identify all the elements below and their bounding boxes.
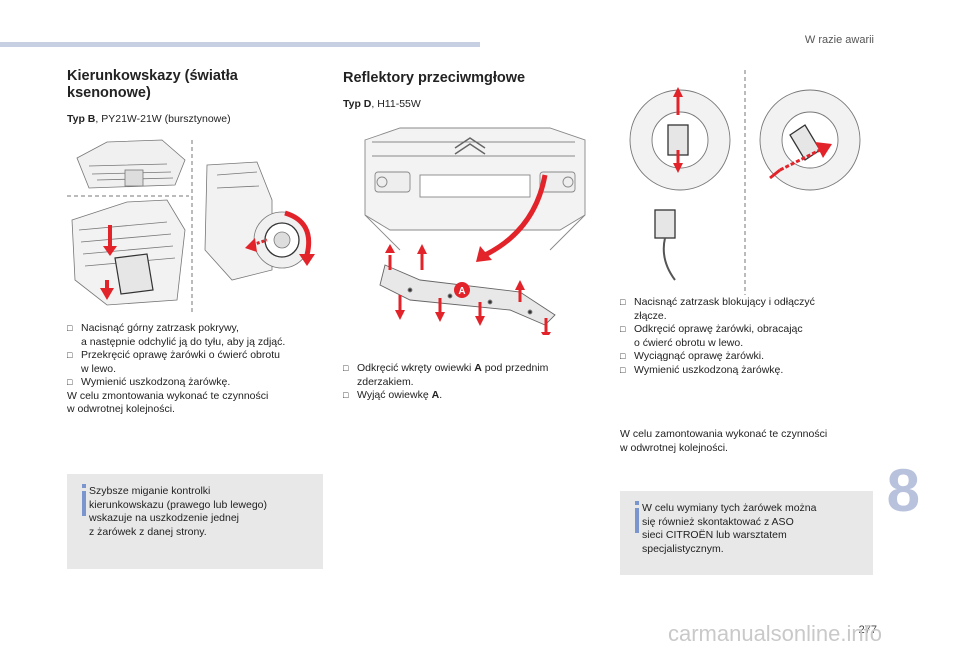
middle-type-label: Typ D	[343, 98, 372, 110]
left-info-line1: Szybsze miganie kontrolki	[89, 485, 211, 497]
left-title-line1: Kierunkowskazy (światła	[67, 68, 238, 84]
red-arrows	[100, 210, 315, 300]
right-steps: □Nacisnąć zatrzask blokujący i odłączyć …	[620, 296, 880, 377]
right-info-line3: sieci CITROËN lub warsztatem	[642, 529, 787, 541]
top-accent-bar	[0, 42, 480, 47]
middle-step-1-bold: A	[474, 362, 482, 374]
middle-type-value: , H11-55W	[371, 98, 421, 110]
middle-step-1b: zderzakiem.	[357, 375, 414, 388]
checkbox-icon: □	[343, 390, 349, 400]
left-step-2: Przekręcić oprawę żarówki o ćwierć obrot…	[81, 349, 280, 361]
watermark: carmanualsonline.info	[667, 621, 882, 646]
left-info-box: Szybsze miganie kontrolki kierunkowskazu…	[67, 474, 323, 569]
right-note: W celu zamontowania wykonać te czynności…	[620, 428, 880, 455]
left-step-3: Wymienić uszkodzoną żarówkę.	[81, 376, 231, 388]
middle-step-2-post: .	[439, 389, 443, 401]
turn-signal-illustration	[67, 139, 315, 315]
checkbox-icon: □	[620, 297, 626, 307]
left-title: Kierunkowskazy (światła ksenonowe)	[67, 68, 238, 102]
marker-a-label: A	[458, 286, 465, 297]
left-step-1: Nacisnąć górny zatrzask pokrywy,	[81, 322, 239, 334]
checkbox-icon: □	[620, 324, 626, 334]
right-info-box: W celu wymiany tych żarówek można się ró…	[620, 491, 873, 575]
left-type-label: Typ B	[67, 113, 96, 125]
page-number: 277	[858, 624, 877, 636]
middle-steps: □Odkręcić wkręty owiewki A pod przednim …	[343, 362, 603, 403]
right-step-1b: złącze.	[634, 309, 667, 322]
checkbox-icon: □	[620, 364, 626, 375]
right-info-line4: specjalistycznym.	[642, 542, 724, 555]
left-note-2: w odwrotnej kolejności.	[67, 403, 175, 415]
info-icon	[82, 484, 86, 516]
fog-lamp-illustration: A	[364, 127, 586, 335]
left-info-line3: wskazuje na uszkodzenie jednej	[89, 512, 240, 524]
left-step-1b: a następnie odchylić ją do tyłu, aby ją …	[81, 335, 286, 348]
right-step-2b: o ćwierć obrotu w lewo.	[634, 336, 744, 349]
fog-bulb-illustration	[629, 70, 861, 295]
right-step-1: Nacisnąć zatrzask blokujący i odłączyć	[634, 296, 815, 308]
middle-step-1-pre: Odkręcić wkręty owiewki	[357, 362, 475, 374]
info-icon	[635, 501, 639, 533]
checkbox-icon: □	[67, 323, 73, 333]
middle-step-1-post: pod przednim	[481, 362, 549, 374]
right-step-4: Wymienić uszkodzoną żarówkę.	[634, 363, 784, 376]
checkbox-icon: □	[67, 377, 73, 387]
checkbox-icon: □	[67, 350, 73, 360]
left-info-line2: kierunkowskazu (prawego lub lewego)	[89, 498, 268, 511]
middle-bulb-type: Typ D, H11-55W	[343, 98, 421, 112]
left-bulb-type: Typ B, PY21W-21W (bursztynowe)	[67, 113, 231, 127]
middle-step-2-pre: Wyjąć owiewkę	[357, 389, 432, 401]
right-note-2: w odwrotnej kolejności.	[620, 441, 728, 454]
checkbox-icon: □	[343, 363, 349, 373]
right-info-line2: się również skontaktować z ASO	[642, 515, 794, 528]
left-step-2b: w lewo.	[81, 362, 117, 375]
right-note-1: W celu zamontowania wykonać te czynności	[620, 428, 828, 440]
left-type-value: , PY21W-21W (bursztynowe)	[95, 113, 231, 125]
right-info-line1: W celu wymiany tych żarówek można	[642, 502, 817, 514]
right-step-3: Wyciągnąć oprawę żarówki.	[634, 350, 765, 362]
section-label: W razie awarii	[804, 34, 874, 46]
marker-a-badge	[454, 282, 470, 298]
left-title-line2: ksenonowe)	[67, 85, 151, 101]
middle-step-2-bold: A	[431, 389, 440, 401]
left-info-line4: z żarówek z danej strony.	[89, 525, 207, 538]
right-step-2: Odkręcić oprawę żarówki, obracając	[634, 323, 803, 335]
left-steps: □ Nacisnąć górny zatrzask pokrywy, a nast…	[67, 322, 337, 417]
middle-title: Reflektory przeciwmgłowe	[343, 70, 526, 86]
chapter-number: 8	[886, 457, 920, 524]
left-note-1: W celu zmontowania wykonać te czynności	[67, 389, 269, 402]
checkbox-icon: □	[620, 351, 626, 361]
